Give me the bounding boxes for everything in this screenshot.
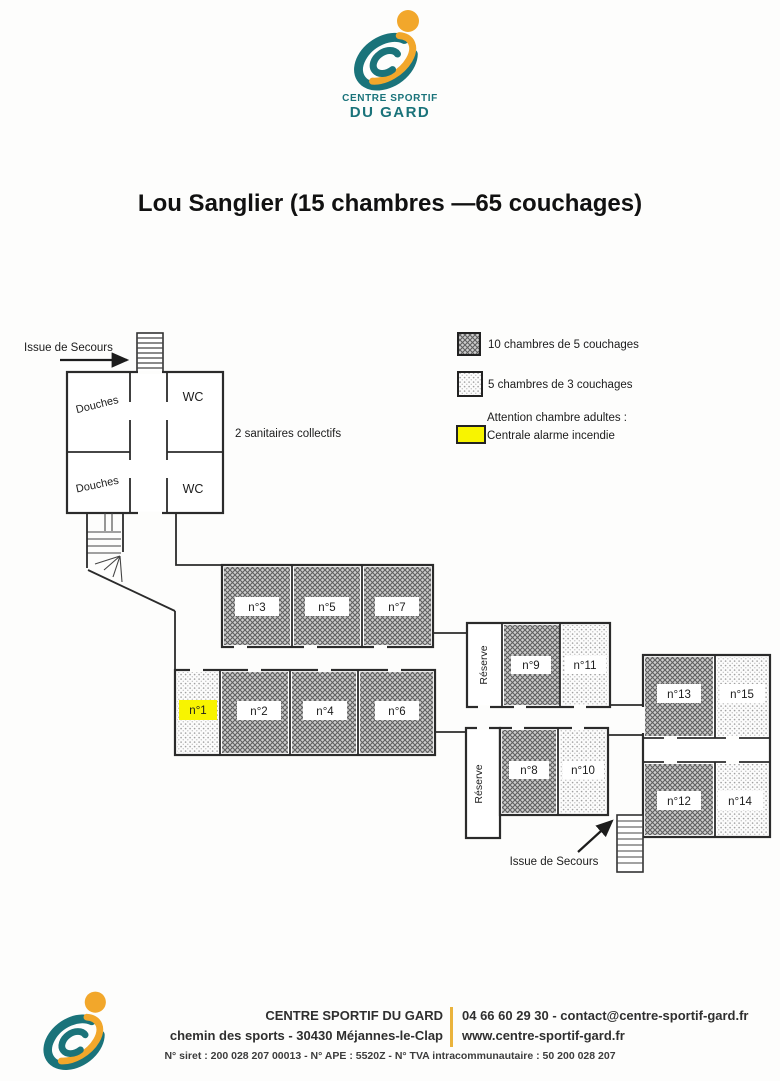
page-title: Lou Sanglier (15 chambres —65 couchages) bbox=[137, 190, 643, 217]
block-right: n°13 n°15 n°12 n°14 bbox=[641, 653, 772, 839]
room-label-wc-2: WC bbox=[183, 482, 204, 496]
door-gap bbox=[374, 645, 387, 649]
door-gap bbox=[477, 726, 489, 730]
door-gap bbox=[248, 668, 261, 672]
door-gap bbox=[726, 760, 739, 764]
floor-plan: 10 chambres de 5 couchages 5 chambres de… bbox=[24, 332, 772, 873]
footer-logo bbox=[43, 991, 106, 1070]
corridor-connectors bbox=[433, 632, 643, 736]
room-label-reserve-2: Réserve bbox=[473, 764, 485, 803]
door-gap bbox=[388, 668, 401, 672]
room-row-lower: n°1 n°2 n°4 n°6 bbox=[173, 668, 437, 757]
door-gap bbox=[512, 726, 524, 730]
room-label-n10: n°10 bbox=[571, 765, 595, 777]
room-label-n12: n°12 bbox=[667, 796, 691, 808]
footer-legal-line: N° siret : 200 028 207 00013 - N° APE : … bbox=[164, 1050, 616, 1062]
room-label-n4: n°4 bbox=[316, 706, 334, 718]
legend-label-attention-line2: Centrale alarme incendie bbox=[487, 430, 615, 442]
door-gap bbox=[574, 705, 586, 709]
legend-label-5-couchages: 10 chambres de 5 couchages bbox=[488, 339, 639, 351]
logo-wordmark-line2: DU GARD bbox=[349, 104, 431, 121]
door-gap bbox=[514, 705, 526, 709]
exit-bottom: Issue de Secours bbox=[510, 819, 614, 868]
room-label-n2: n°2 bbox=[250, 706, 267, 718]
footer-contact-block: 04 66 60 29 30 - contact@centre-sportif-… bbox=[462, 1006, 772, 1046]
door-gap bbox=[641, 707, 645, 733]
footer-divider bbox=[450, 1007, 453, 1047]
room-label-n14: n°14 bbox=[728, 796, 752, 808]
door-gap bbox=[304, 645, 317, 649]
door-gap bbox=[234, 645, 247, 649]
legend-label-3-couchages: 5 chambres de 3 couchages bbox=[488, 379, 633, 391]
door-gap bbox=[138, 370, 162, 374]
legend-swatch-5-couchages bbox=[457, 332, 481, 356]
footer-phone-email: 04 66 60 29 30 - contact@centre-sportif-… bbox=[462, 1008, 749, 1023]
room-row-upper: n°3 n°5 n°7 bbox=[220, 563, 435, 649]
footer-org-name: CENTRE SPORTIF DU GARD bbox=[265, 1008, 443, 1023]
stairs-spiral bbox=[86, 513, 176, 612]
footer-logo-head-dot bbox=[84, 991, 106, 1013]
door-gap bbox=[138, 511, 162, 515]
door-gap bbox=[664, 736, 677, 740]
block-reserve-upper: Réserve n°9 n°11 bbox=[465, 621, 612, 709]
logo-swirl bbox=[354, 32, 418, 91]
corridor-walls-left bbox=[174, 513, 222, 670]
sanitaires-block: Douches Douches WC WC bbox=[65, 370, 225, 515]
stairs-top bbox=[136, 332, 164, 374]
room-label-n8: n°8 bbox=[520, 765, 537, 777]
exit-top-label: Issue de Secours bbox=[24, 342, 113, 354]
footer-website: www.centre-sportif-gard.fr bbox=[462, 1028, 625, 1043]
legend-swatch-3-couchages bbox=[457, 371, 483, 397]
exit-bottom-label: Issue de Secours bbox=[510, 856, 599, 868]
room-label-n13: n°13 bbox=[667, 689, 691, 701]
sanitaires-note: 2 sanitaires collectifs bbox=[235, 428, 341, 440]
exit-top: Issue de Secours bbox=[24, 342, 130, 368]
room-label-n6: n°6 bbox=[388, 706, 405, 718]
door-gap bbox=[572, 726, 584, 730]
logo-head-dot bbox=[397, 10, 419, 32]
room-label-n11: n°11 bbox=[574, 660, 597, 672]
room-label-n15: n°15 bbox=[730, 689, 754, 701]
centre-sportif-logo bbox=[354, 10, 419, 91]
legend-swatch-alarme bbox=[456, 425, 486, 444]
room-label-n1: n°1 bbox=[189, 705, 206, 717]
room-label-n7: n°7 bbox=[388, 602, 405, 614]
block-reserve-lower: Réserve n°8 n°10 bbox=[464, 726, 610, 840]
room-label-reserve-1: Réserve bbox=[478, 645, 490, 684]
footer-street-address: chemin des sports - 30430 Méjannes-le-Cl… bbox=[169, 1028, 443, 1043]
room-n1-alarm-highlight bbox=[179, 700, 217, 720]
door-gap bbox=[318, 668, 331, 672]
logo-wordmark-line1: CENTRE SPORTIF bbox=[342, 93, 438, 104]
exit-bottom-arrow-icon bbox=[577, 819, 614, 853]
room-label-n3: n°3 bbox=[248, 602, 265, 614]
footer-address-block: CENTRE SPORTIF DU GARD chemin des sports… bbox=[100, 1006, 443, 1046]
footer-logo-swirl bbox=[43, 1013, 105, 1070]
room-label-n9: n°9 bbox=[522, 660, 539, 672]
room-label-wc-1: WC bbox=[183, 390, 204, 404]
door-gap bbox=[478, 705, 490, 709]
legend-label-attention-line1: Attention chambre adultes : bbox=[487, 412, 627, 424]
room-label-n5: n°5 bbox=[318, 602, 335, 614]
door-gap bbox=[726, 736, 739, 740]
door-gap bbox=[190, 668, 203, 672]
legend: 10 chambres de 5 couchages 5 chambres de… bbox=[456, 332, 639, 444]
door-gap bbox=[664, 760, 677, 764]
stairs-bottom bbox=[616, 814, 644, 873]
